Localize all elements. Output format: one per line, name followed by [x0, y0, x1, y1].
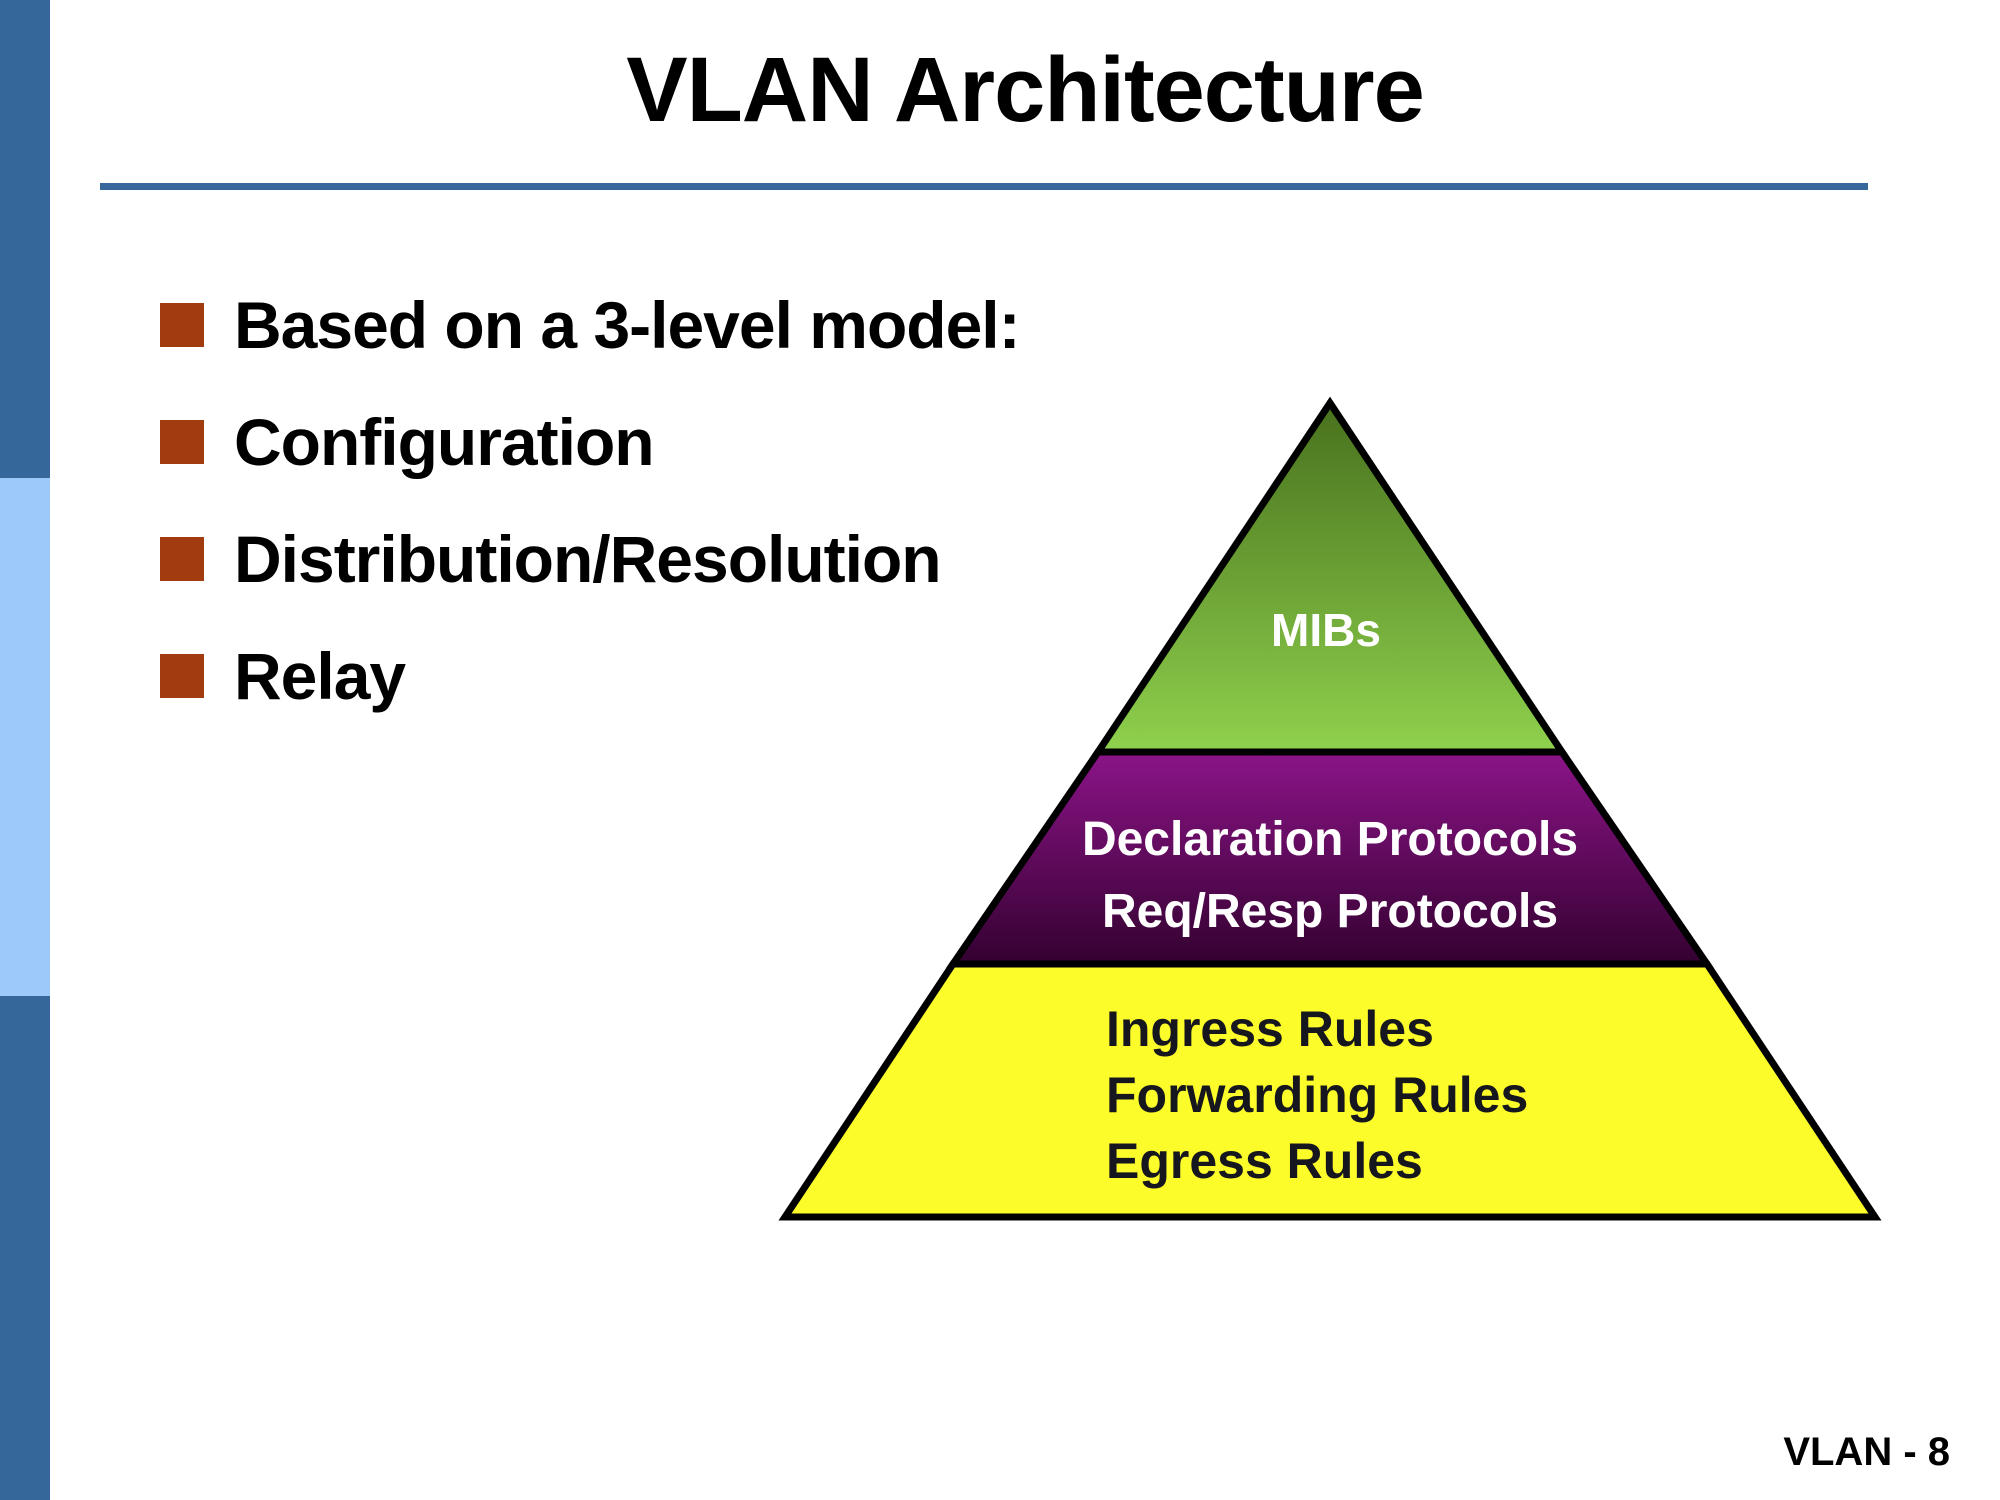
list-item: Based on a 3-level model:: [160, 266, 1021, 383]
slide-page-label: VLAN - 8: [1783, 1430, 1950, 1474]
pyramid-bottom-label-line: Egress Rules: [1106, 1133, 1423, 1189]
sidebar-segment-light: [0, 478, 50, 996]
pyramid-bottom-label-line: Forwarding Rules: [1106, 1067, 1529, 1123]
bullet-square-icon: [160, 536, 204, 581]
pyramid-middle-label-line: Declaration Protocols: [1081, 813, 1579, 866]
bullet-label: Configuration: [234, 404, 655, 479]
title-underline-rule: [100, 183, 1868, 190]
list-item: Distribution/Resolution: [160, 500, 1020, 617]
bullet-square-icon: [160, 653, 204, 698]
bullet-square-icon: [160, 419, 204, 464]
pyramid-bottom-label-line: Ingress Rules: [1106, 1001, 1434, 1057]
list-item: Configuration: [160, 383, 1020, 500]
page-title: VLAN Architecture: [626, 39, 1425, 141]
bullet-label: Distribution/Resolution: [234, 521, 942, 596]
list-item: Relay: [160, 617, 1020, 734]
sidebar-segment-dark-top: [0, 0, 50, 478]
bullet-label: Relay: [234, 638, 406, 713]
pyramid-bottom-labels: Ingress Rules Forwarding Rules Egress Ru…: [1106, 996, 1528, 1194]
pyramid-middle-label-line: Req/Resp Protocols: [1101, 885, 1559, 938]
pyramid-middle-labels: Declaration Protocols Req/Resp Protocols: [930, 804, 1730, 948]
bullet-square-icon: [160, 302, 204, 347]
bullet-list: Based on a 3-level model: Configuration …: [160, 266, 1021, 734]
bullet-label: Based on a 3-level model:: [234, 287, 1021, 362]
pyramid-level-top-shape: [1091, 396, 1569, 756]
pyramid-top-label: MIBs: [1271, 604, 1381, 656]
sidebar-accent-bar: [0, 0, 50, 1500]
sidebar-segment-dark-bottom: [0, 996, 50, 1500]
pyramid-diagram: [778, 396, 1882, 1221]
